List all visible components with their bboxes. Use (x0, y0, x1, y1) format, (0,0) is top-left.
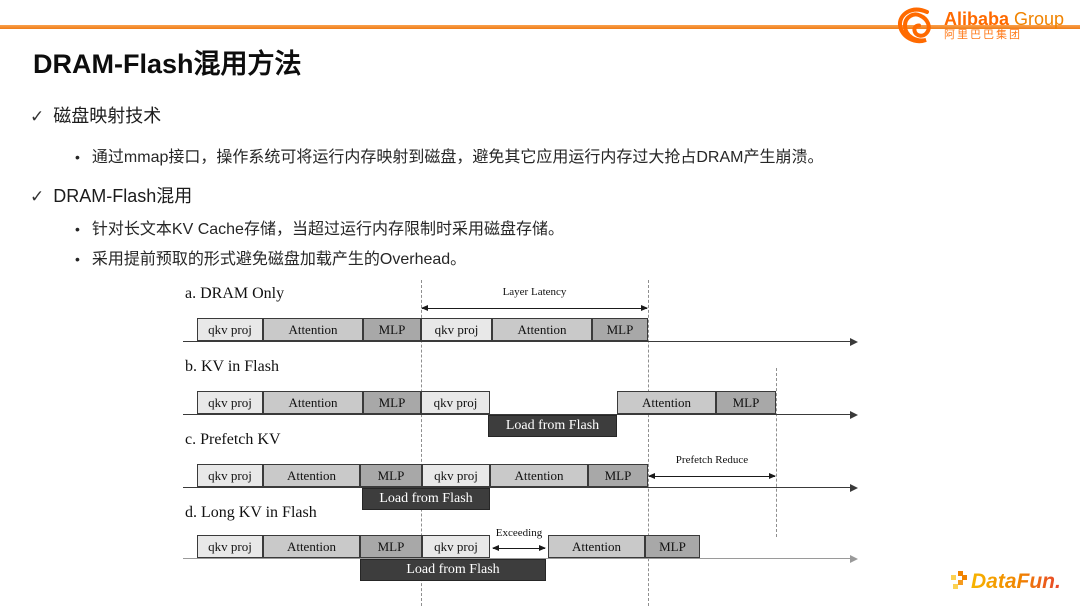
page-title: DRAM-Flash混用方法 (33, 49, 302, 79)
timeline-block-mlp: MLP (592, 318, 648, 341)
timeline-block-qkv: qkv proj (197, 535, 263, 558)
bullet-item: • 采用提前预取的形式避免磁盘加载产生的Overhead。 (75, 245, 466, 269)
timeline-block-mlp: MLP (645, 535, 700, 558)
timeline-block-attention: Attention (492, 318, 592, 341)
alibaba-logo-text: Alibaba Group 阿里巴巴集团 (944, 10, 1064, 41)
timeline-block-mlp: MLP (360, 535, 422, 558)
annotation-label: Layer Latency (502, 286, 567, 298)
section-heading-text: DRAM-Flash混用 (53, 186, 193, 206)
timeline-axis (183, 558, 850, 559)
alibaba-group-text: Group (1014, 9, 1065, 30)
bullet-icon: • (75, 221, 80, 237)
timeline-block-mlp: MLP (360, 464, 422, 487)
arrow-right-head-icon (539, 545, 546, 551)
arrow-left-head-icon (492, 545, 499, 551)
annotation-double-arrow (492, 545, 546, 551)
load-from-flash-block: Load from Flash (362, 488, 490, 510)
timeline-block-mlp: MLP (588, 464, 648, 487)
axis-arrowhead-icon (850, 483, 858, 492)
bullet-text: 针对长文本KV Cache存储，当超过运行内存限制时采用磁盘存储。 (91, 221, 564, 238)
timeline-block-qkv: qkv proj (421, 391, 490, 414)
annotation-double-arrow (648, 473, 776, 479)
timeline-row-label: d. Long KV in Flash (185, 504, 317, 521)
header-accent-rule (0, 25, 1080, 29)
arrow-right-head-icon (641, 305, 648, 311)
timeline-axis (183, 341, 850, 342)
timeline-block-qkv: qkv proj (197, 391, 263, 414)
check-icon: ✓ (30, 187, 45, 206)
axis-arrowhead-icon (850, 410, 858, 419)
timeline-row-label: a. DRAM Only (185, 285, 285, 302)
timeline-row-label: b. KV in Flash (185, 358, 279, 375)
axis-arrowhead-icon (850, 554, 858, 563)
timeline-block-mlp: MLP (363, 391, 421, 414)
timeline-block-attention: Attention (617, 391, 716, 414)
arrow-right-head-icon (769, 473, 776, 479)
arrow-left-head-icon (648, 473, 655, 479)
datafun-dots-icon (958, 579, 963, 585)
timeline-block-attention: Attention (263, 464, 360, 487)
section-heading: ✓ 磁盘映射技术 (30, 102, 161, 128)
timeline-block-mlp: MLP (363, 318, 421, 341)
check-icon: ✓ (30, 107, 45, 126)
section-heading: ✓ DRAM-Flash混用 (30, 182, 192, 208)
bullet-item: • 针对长文本KV Cache存储，当超过运行内存限制时采用磁盘存储。 (75, 215, 564, 239)
timeline-block-qkv: qkv proj (422, 464, 490, 487)
alibaba-brand-text: Alibaba (944, 9, 1010, 30)
timeline-block-qkv: qkv proj (197, 464, 263, 487)
section-heading-text: 磁盘映射技术 (53, 106, 162, 126)
timeline-axis (183, 414, 850, 415)
timeline-block-attention: Attention (490, 464, 588, 487)
bullet-text: 通过mmap接口，操作系统可将运行内存映射到磁盘，避免其它应用运行内存过大抢占D… (91, 149, 824, 166)
alibaba-logo: Alibaba Group 阿里巴巴集团 (896, 7, 1064, 45)
dashed-guide-line (421, 280, 422, 606)
dashed-guide-line (648, 280, 649, 606)
timeline-block-qkv: qkv proj (422, 535, 490, 558)
bullet-text: 采用提前预取的形式避免磁盘加载产生的Overhead。 (91, 251, 467, 268)
timeline-block-attention: Attention (263, 318, 363, 341)
annotation-label: Prefetch Reduce (675, 454, 749, 466)
load-from-flash-block: Load from Flash (360, 559, 546, 581)
annotation-double-arrow (421, 305, 648, 311)
timeline-block-qkv: qkv proj (421, 318, 492, 341)
timeline-block-attention: Attention (263, 535, 360, 558)
annotation-label: Exceeding (495, 527, 543, 539)
datafun-logo: DataFun. (958, 570, 1061, 594)
timeline-axis (183, 487, 850, 488)
alibaba-smiley-icon (896, 7, 942, 45)
bullet-icon: • (75, 149, 80, 165)
arrow-left-head-icon (421, 305, 428, 311)
timeline-block-attention: Attention (263, 391, 363, 414)
timeline-row-label: c. Prefetch KV (185, 431, 281, 448)
load-from-flash-block: Load from Flash (488, 415, 617, 437)
bullet-icon: • (75, 251, 80, 267)
timeline-block-qkv: qkv proj (197, 318, 263, 341)
alibaba-cn-text: 阿里巴巴集团 (944, 29, 1022, 42)
dashed-guide-line (776, 368, 777, 537)
timeline-block-mlp: MLP (716, 391, 776, 414)
axis-arrowhead-icon (850, 337, 858, 346)
bullet-item: • 通过mmap接口，操作系统可将运行内存映射到磁盘，避免其它应用运行内存过大抢占… (75, 143, 823, 167)
datafun-text: DataFun. (971, 570, 1061, 593)
timeline-block-attention: Attention (548, 535, 645, 558)
